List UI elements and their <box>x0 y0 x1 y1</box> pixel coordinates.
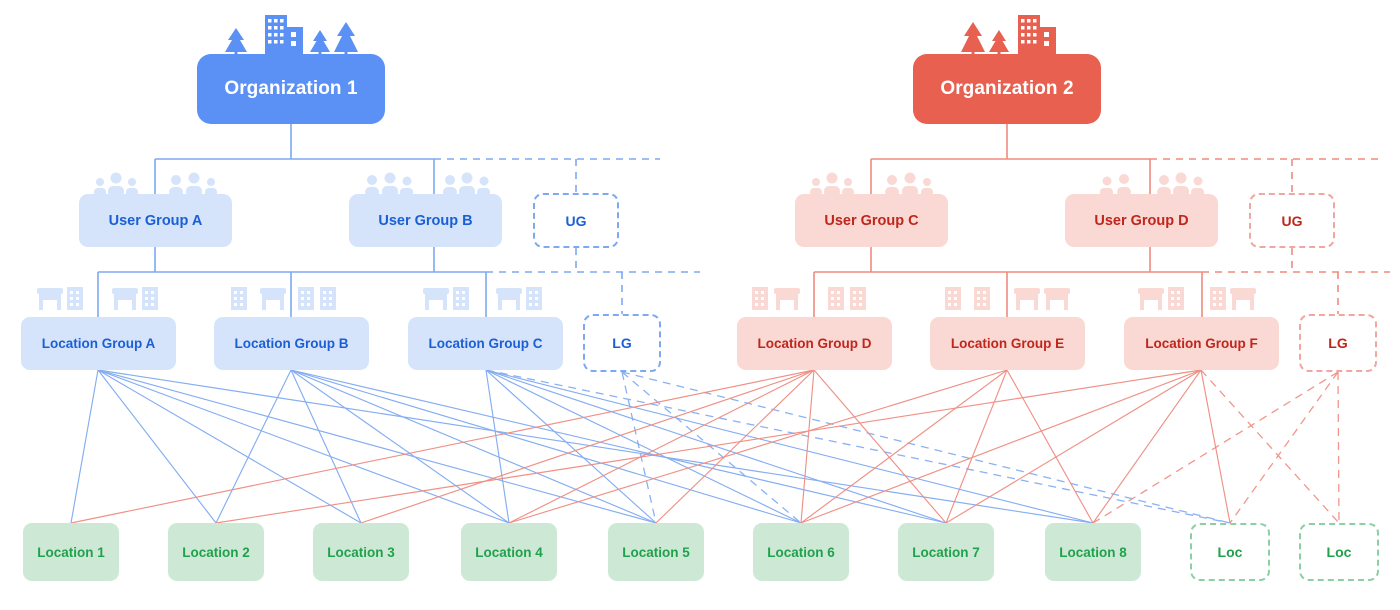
location-group-f-node[interactable]: Location Group F <box>1124 317 1279 370</box>
red-location-links <box>70 369 1231 524</box>
location-group-e-node[interactable]: Location Group E <box>930 317 1085 370</box>
location-8-node[interactable]: Location 8 <box>1045 523 1141 581</box>
location-group-placeholder-blue-label: LG <box>612 335 632 351</box>
location-6-label: Location 6 <box>767 544 835 560</box>
location-placeholder-1[interactable]: Loc <box>1190 523 1270 581</box>
user-group-placeholder-blue-label: UG <box>565 212 587 229</box>
location-8-label: Location 8 <box>1059 544 1127 560</box>
location-group-f-label: Location Group F <box>1145 336 1258 351</box>
organization-2-label: Organization 2 <box>940 78 1074 99</box>
location-placeholder-2-label: Loc <box>1326 544 1352 560</box>
user-group-placeholder-red[interactable]: UG <box>1249 193 1335 248</box>
blue-dashed-location-links <box>485 369 1231 524</box>
user-group-placeholder-red-label: UG <box>1281 212 1303 229</box>
location-group-b-label: Location Group B <box>234 336 349 351</box>
location-group-b-node[interactable]: Location Group B <box>214 317 369 370</box>
location-4-node[interactable]: Location 4 <box>461 523 557 581</box>
location-group-d-node[interactable]: Location Group D <box>737 317 892 370</box>
location-group-d-label: Location Group D <box>757 336 872 351</box>
org1-skyline-icon <box>225 15 358 56</box>
location-3-node[interactable]: Location 3 <box>313 523 409 581</box>
location-group-a-label: Location Group A <box>41 336 156 351</box>
user-group-people-icons <box>94 172 1204 197</box>
location-group-c-label: Location Group C <box>428 336 543 351</box>
org2-skyline-icon <box>961 15 1056 56</box>
location-7-node[interactable]: Location 7 <box>898 523 994 581</box>
organization-2-node[interactable]: Organization 2 <box>913 54 1101 124</box>
user-group-d-label: User Group D <box>1094 212 1189 229</box>
location-2-label: Location 2 <box>182 544 250 560</box>
location-group-shop-icons <box>37 287 1256 310</box>
location-1-label: Location 1 <box>37 544 105 560</box>
user-group-b-node[interactable]: User Group B <box>349 194 502 247</box>
location-7-label: Location 7 <box>912 544 980 560</box>
user-group-c-node[interactable]: User Group C <box>795 194 948 247</box>
user-group-b-label: User Group B <box>378 212 473 229</box>
location-group-e-label: Location Group E <box>950 336 1065 351</box>
location-4-label: Location 4 <box>475 544 543 560</box>
red-dashed-location-links <box>1092 369 1340 524</box>
location-5-node[interactable]: Location 5 <box>608 523 704 581</box>
location-group-placeholder-red[interactable]: LG <box>1299 314 1377 372</box>
location-5-label: Location 5 <box>622 544 690 560</box>
location-group-placeholder-blue[interactable]: LG <box>583 314 661 372</box>
location-placeholder-2[interactable]: Loc <box>1299 523 1379 581</box>
location-group-a-node[interactable]: Location Group A <box>21 317 176 370</box>
location-1-node[interactable]: Location 1 <box>23 523 119 581</box>
location-group-c-node[interactable]: Location Group C <box>408 317 563 370</box>
organization-1-node[interactable]: Organization 1 <box>197 54 385 124</box>
location-6-node[interactable]: Location 6 <box>753 523 849 581</box>
user-group-placeholder-blue[interactable]: UG <box>533 193 619 248</box>
location-placeholder-1-label: Loc <box>1217 544 1243 560</box>
user-group-a-label: User Group A <box>108 212 203 229</box>
user-group-a-node[interactable]: User Group A <box>79 194 232 247</box>
organization-1-label: Organization 1 <box>224 78 358 99</box>
location-2-node[interactable]: Location 2 <box>168 523 264 581</box>
user-group-d-node[interactable]: User Group D <box>1065 194 1218 247</box>
location-group-placeholder-red-label: LG <box>1328 335 1348 351</box>
blue-location-links <box>70 369 1094 524</box>
user-group-c-label: User Group C <box>824 212 919 229</box>
location-3-label: Location 3 <box>327 544 395 560</box>
